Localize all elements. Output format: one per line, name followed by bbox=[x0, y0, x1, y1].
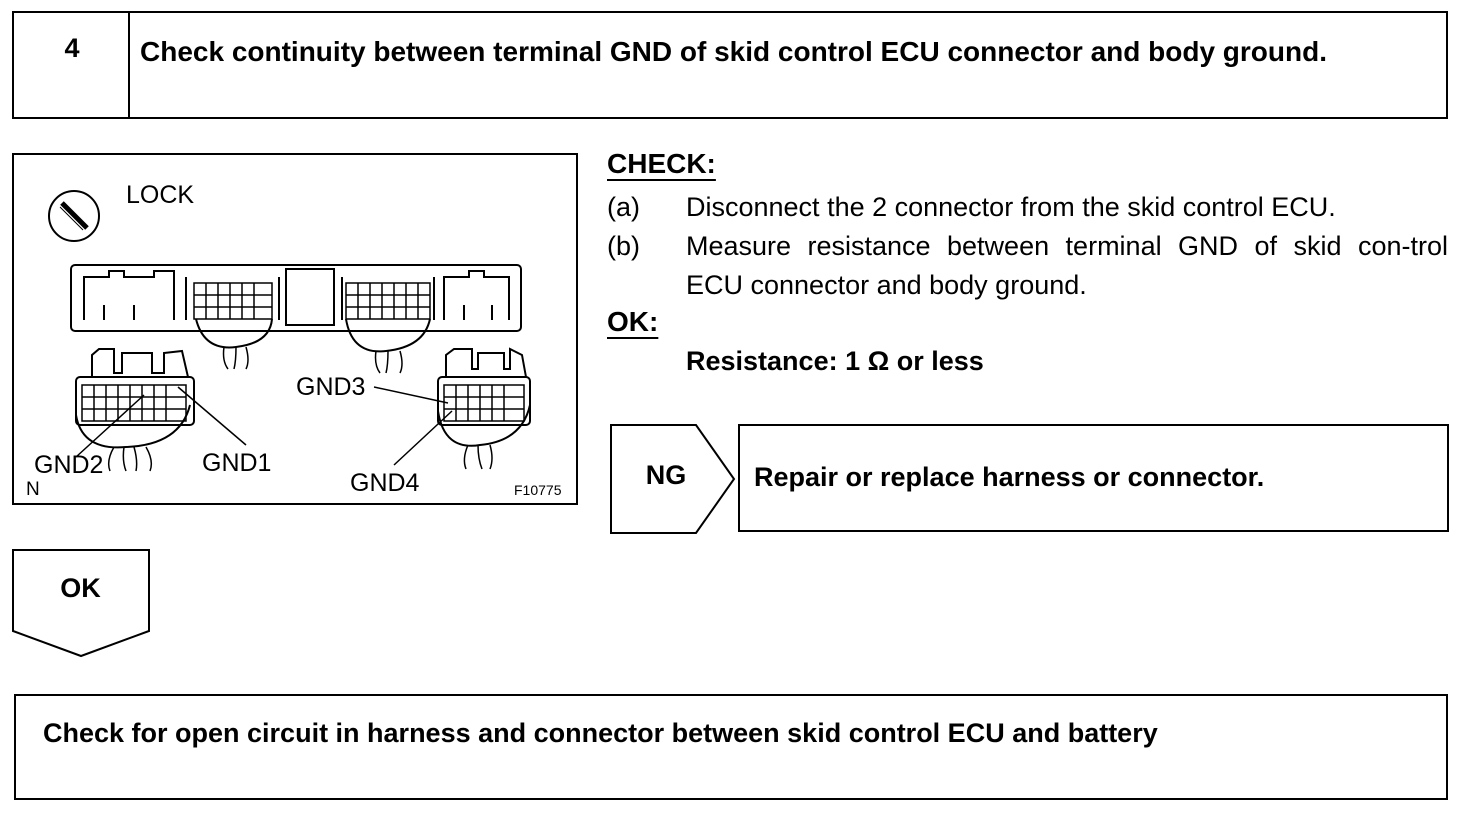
connector-diagram: LOCK GND3 GND2 GND1 GND4 N F10775 bbox=[26, 181, 562, 500]
gnd3-label: GND3 bbox=[296, 373, 365, 401]
ng-action-text: Repair or replace harness or connector. bbox=[754, 462, 1265, 492]
check-step-b-letter: (b) bbox=[607, 231, 640, 261]
step-header: 4 Check continuity between terminal GND … bbox=[12, 11, 1448, 119]
ecu-terminal-group-right bbox=[345, 282, 431, 320]
check-heading: CHECK: bbox=[607, 148, 716, 179]
ecu-terminal-group-left bbox=[193, 282, 273, 320]
gnd1-leader-line bbox=[177, 386, 247, 446]
ng-action-box: Repair or replace harness or connector. bbox=[738, 424, 1449, 532]
gnd2-leader-line bbox=[75, 394, 145, 458]
check-step-b-text: Measure resistance between terminal GND … bbox=[686, 231, 1448, 300]
gnd4-label: GND4 bbox=[350, 469, 420, 497]
gnd3-leader-line bbox=[373, 386, 449, 404]
ok-heading: OK: bbox=[607, 306, 659, 337]
figure-corner-mark: N bbox=[26, 479, 40, 500]
figure-id: F10775 bbox=[514, 482, 562, 498]
gnd4-leader-line bbox=[393, 410, 453, 466]
step-number-cell: 4 bbox=[14, 13, 130, 117]
resistance-spec: Resistance: 1 Ω or less bbox=[686, 346, 984, 376]
ecu-connector-housing bbox=[70, 264, 522, 332]
gnd2-label: GND2 bbox=[34, 451, 103, 479]
next-step-box: Check for open circuit in harness and co… bbox=[14, 694, 1448, 800]
harness-connector-right bbox=[437, 347, 531, 470]
lock-label: LOCK bbox=[126, 181, 194, 209]
ok-arrow-shape bbox=[12, 549, 150, 658]
harness-connector-left bbox=[75, 348, 195, 472]
next-step-text: Check for open circuit in harness and co… bbox=[43, 718, 1158, 748]
ok-label: OK bbox=[60, 573, 101, 603]
check-step-a-letter: (a) bbox=[607, 192, 640, 222]
gnd1-label: GND1 bbox=[202, 449, 271, 477]
lock-icon bbox=[48, 190, 100, 242]
step-number: 4 bbox=[64, 33, 80, 63]
ecu-wire-loop-right bbox=[345, 318, 431, 353]
check-step-a-text: Disconnect the 2 connector from the skid… bbox=[686, 192, 1336, 222]
step-title: Check continuity between terminal GND of… bbox=[140, 36, 1327, 67]
ecu-wire-loop-left bbox=[195, 318, 273, 349]
ng-arrow-shape bbox=[610, 424, 736, 534]
connector-figure: LOCK GND3 GND2 GND1 GND4 N F10775 bbox=[12, 153, 578, 505]
ng-label: NG bbox=[645, 460, 687, 490]
